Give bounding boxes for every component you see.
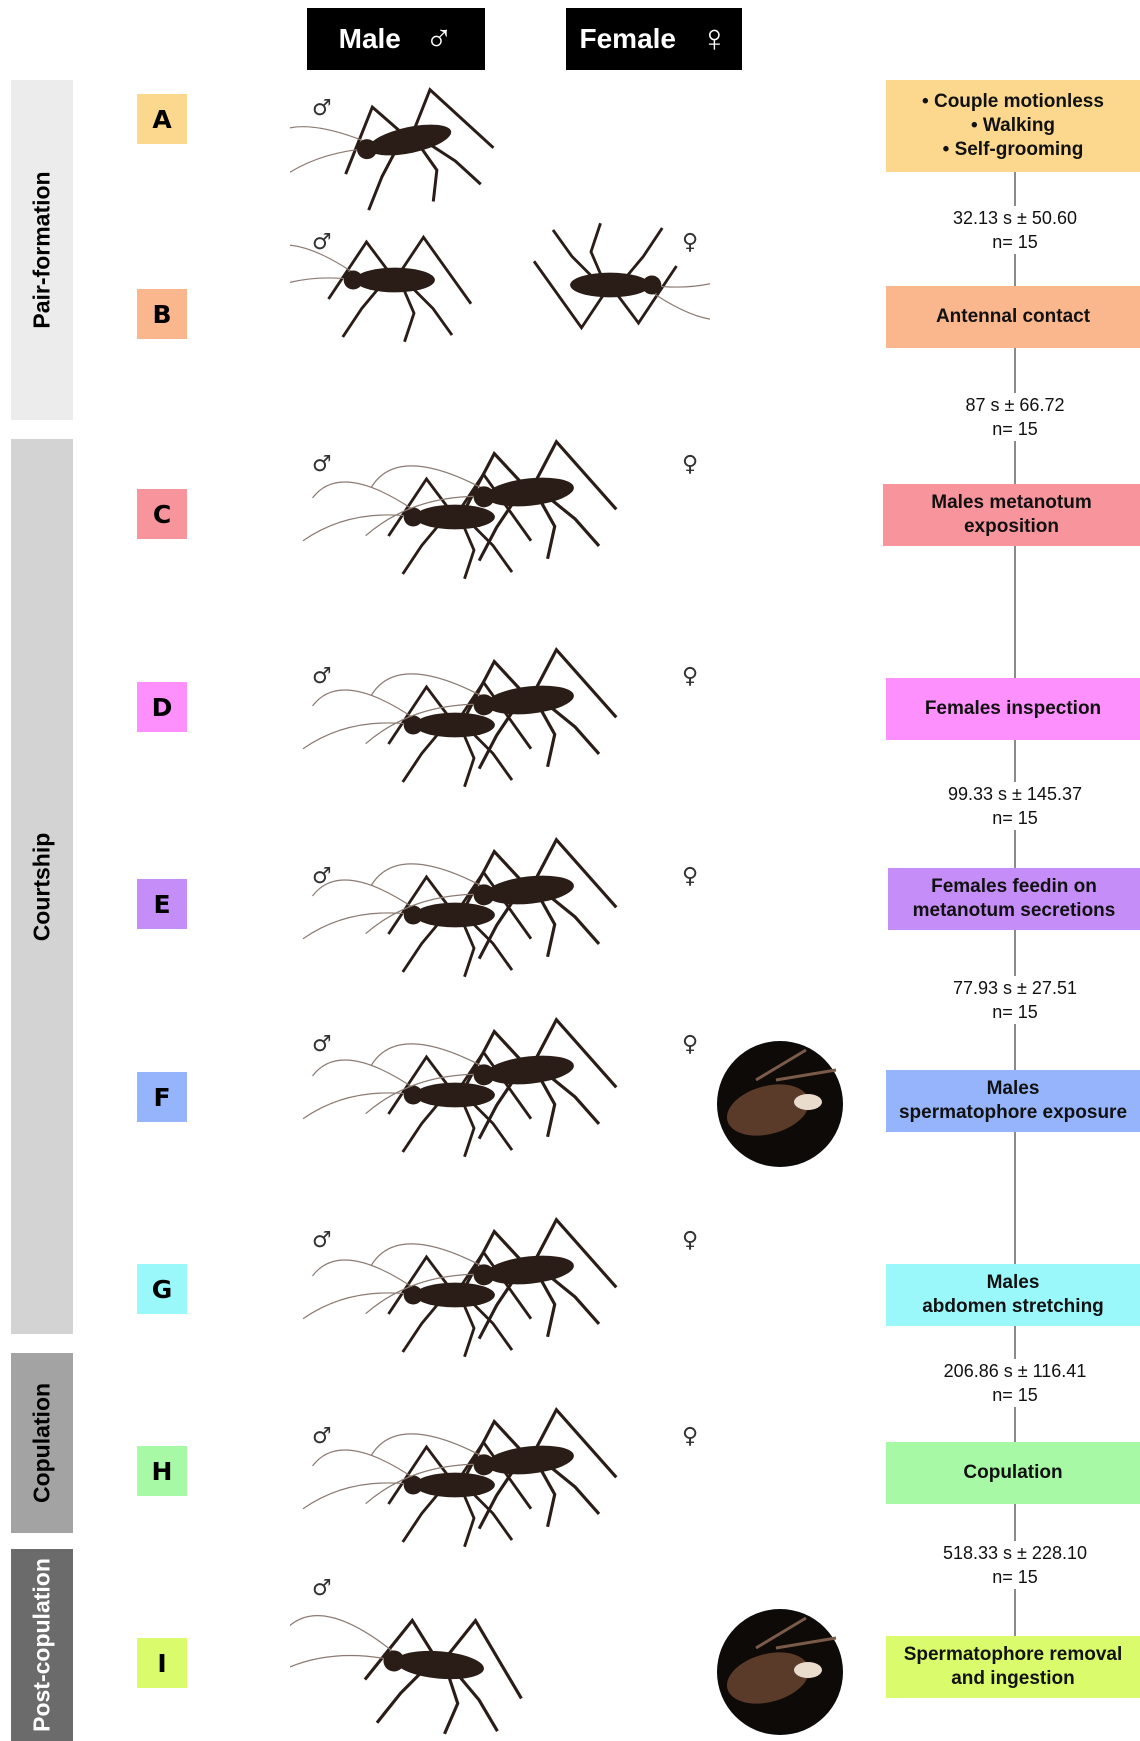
- cricket-figure: [290, 237, 471, 342]
- cricket-figure: [358, 644, 621, 785]
- duration-label: 32.13 s ± 50.60 n= 15: [890, 206, 1140, 254]
- phase-bar-copulation: Copulation: [11, 1353, 73, 1533]
- timeline-connector: [1014, 546, 1016, 678]
- step-letter-h: H: [137, 1446, 187, 1496]
- behavior-box-e: Females feedin on metanotum secretions: [888, 868, 1140, 930]
- cricket-photo-a: [290, 70, 710, 220]
- cricket-photo-h: [290, 1400, 710, 1550]
- duration-label: 99.33 s ± 145.37 n= 15: [890, 782, 1140, 830]
- behavior-box-g: Males abdomen stretching: [886, 1264, 1140, 1326]
- step-letter-d: D: [137, 682, 187, 732]
- male-column-header: Male ♂: [307, 8, 485, 70]
- closeup-photo-i: [716, 1608, 844, 1736]
- cricket-figure: [358, 436, 621, 577]
- cricket-photo-c: [290, 432, 710, 582]
- step-letter-b: B: [137, 289, 187, 339]
- timeline-connector: [1014, 1132, 1016, 1264]
- behavior-box-a: • Couple motionless • Walking • Self-gro…: [886, 80, 1140, 172]
- duration-label: 206.86 s ± 116.41 n= 15: [890, 1359, 1140, 1407]
- behavior-box-f: Males spermatophore exposure: [886, 1070, 1140, 1132]
- behavior-box-b: Antennal contact: [886, 286, 1140, 348]
- cricket-figure: [358, 1014, 621, 1155]
- cricket-figure: [358, 1214, 621, 1355]
- cricket-figure: [290, 79, 502, 220]
- phase-label-pair-formation: Pair-formation: [29, 171, 56, 328]
- cricket-photo-e: [290, 830, 710, 980]
- duration-label: 87 s ± 66.72 n= 15: [890, 393, 1140, 441]
- cricket-figure: [290, 1603, 528, 1740]
- cricket-photo-g: [290, 1210, 710, 1360]
- phase-bar-courtship: Courtship: [11, 439, 73, 1334]
- behavior-box-h: Copulation: [886, 1442, 1140, 1504]
- phase-label-post-copulation: Post-copulation: [29, 1558, 56, 1732]
- phase-label-copulation: Copulation: [29, 1383, 56, 1503]
- cricket-photo-i: [290, 1590, 710, 1740]
- male-symbol-icon: ♂: [425, 18, 454, 61]
- step-letter-c: C: [137, 489, 187, 539]
- female-symbol-icon: ♀: [700, 18, 729, 61]
- cricket-figure: [358, 1404, 621, 1545]
- behavior-box-i: Spermatophore removal and ingestion: [886, 1636, 1140, 1698]
- duration-label: 518.33 s ± 228.10 n= 15: [890, 1541, 1140, 1589]
- step-letter-g: G: [137, 1264, 187, 1314]
- male-header-label: Male: [339, 23, 401, 55]
- step-letter-i: I: [137, 1638, 187, 1688]
- female-header-label: Female: [580, 23, 677, 55]
- behavior-box-d: Females inspection: [886, 678, 1140, 740]
- step-letter-f: F: [137, 1072, 187, 1122]
- phase-label-courtship: Courtship: [29, 832, 56, 941]
- cricket-photo-d: [290, 640, 710, 790]
- female-column-header: Female ♀: [566, 8, 742, 70]
- cricket-figure: [534, 223, 710, 328]
- behavior-box-c: Males metanotum exposition: [883, 484, 1140, 546]
- phase-bar-post-copulation: Post-copulation: [11, 1549, 73, 1741]
- step-letter-a: A: [137, 94, 187, 144]
- cricket-photo-b: [290, 210, 710, 360]
- cricket-figure: [358, 834, 621, 975]
- cricket-photo-f: [290, 1010, 710, 1160]
- duration-label: 77.93 s ± 27.51 n= 15: [890, 976, 1140, 1024]
- closeup-photo-f: [716, 1040, 844, 1168]
- phase-bar-pair-formation: Pair-formation: [11, 80, 73, 420]
- step-letter-e: E: [137, 879, 187, 929]
